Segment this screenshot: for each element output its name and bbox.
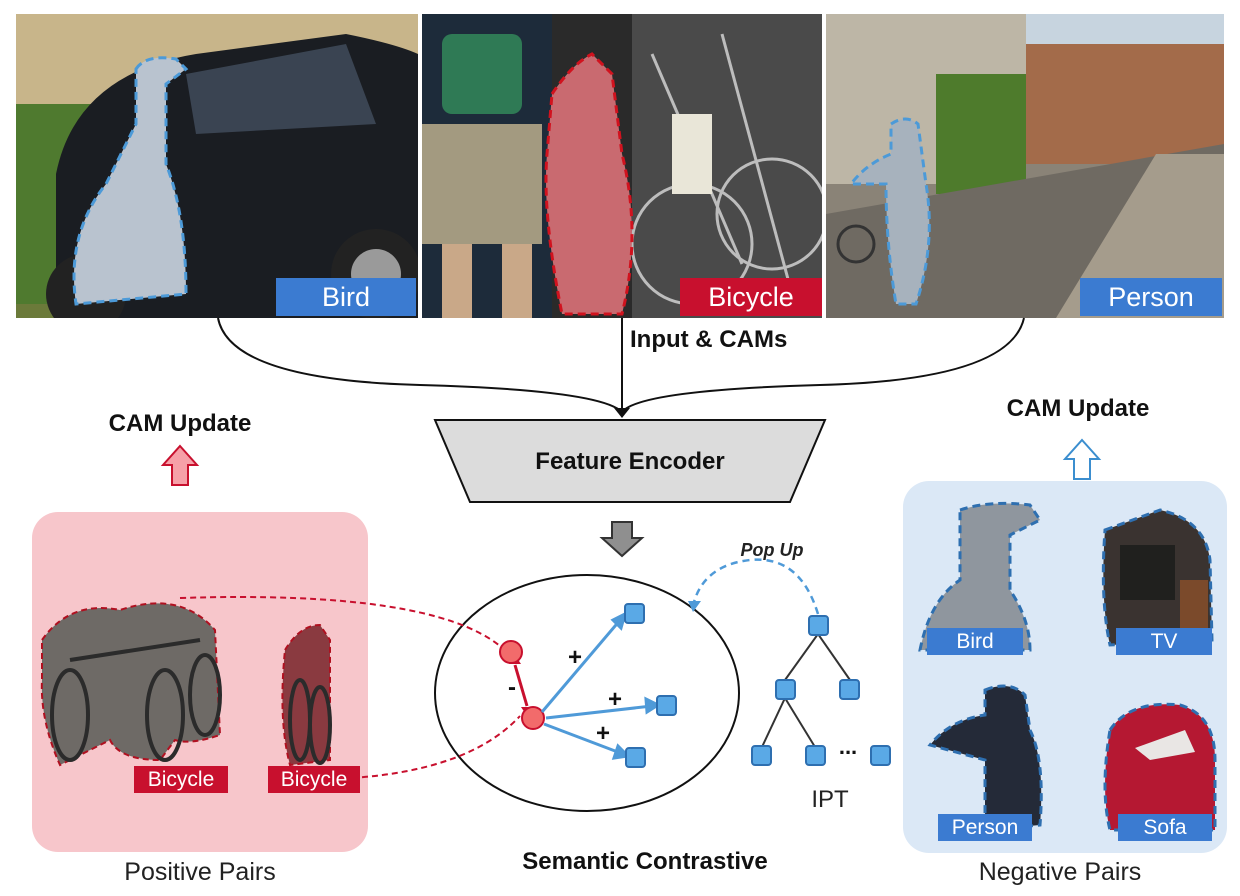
photo-label-person: Person bbox=[1080, 278, 1222, 316]
positive-pairs-caption: Positive Pairs bbox=[124, 858, 276, 886]
negative-tag-person: Person bbox=[938, 814, 1032, 841]
plus-sign-2: + bbox=[607, 686, 622, 713]
blue-arrow-mid bbox=[545, 704, 653, 720]
up-arrow-red-icon bbox=[160, 444, 200, 486]
positive-link-top bbox=[179, 596, 501, 647]
contrastive-ellipse bbox=[434, 574, 740, 812]
pos-node-1 bbox=[624, 603, 645, 624]
right-cam-update: CAM Update bbox=[1006, 395, 1150, 422]
photo-label-bird: Bird bbox=[276, 278, 416, 316]
neg-bird-image bbox=[918, 501, 1043, 652]
neg-tv-image bbox=[1101, 508, 1214, 647]
ipt-tree-nodes bbox=[751, 615, 891, 766]
blue-arrow-up bbox=[540, 618, 623, 713]
neg-sofa-image bbox=[1103, 702, 1217, 832]
feature-encoder-box bbox=[433, 419, 827, 503]
positive-tag-2: Bicycle bbox=[268, 766, 360, 793]
negative-tag-sofa: Sofa bbox=[1118, 814, 1212, 841]
positive-link-bottom bbox=[351, 715, 521, 779]
neg-person-image bbox=[927, 684, 1043, 832]
plus-sign-1: + bbox=[567, 644, 582, 671]
semantic-contrastive-caption: Semantic Contrastive bbox=[522, 848, 768, 875]
curve-right bbox=[621, 317, 1025, 413]
feature-encoder-label: Feature Encoder bbox=[535, 448, 725, 475]
anchor-node-bottom bbox=[521, 706, 545, 730]
pos-node-2 bbox=[656, 695, 677, 716]
minus-sign: - bbox=[508, 674, 516, 701]
photo-bird: Bird bbox=[16, 14, 418, 318]
positive-tag-1: Bicycle bbox=[134, 766, 228, 793]
plus-sign-3: + bbox=[595, 720, 610, 747]
input-cams-caption: Input & CAMs bbox=[630, 326, 788, 353]
up-arrow-blue-icon bbox=[1062, 438, 1102, 480]
ipt-label: IPT bbox=[811, 786, 849, 813]
popup-arrow bbox=[692, 558, 820, 615]
photo-bicycle: Bicycle bbox=[422, 14, 822, 318]
curve-left bbox=[217, 317, 623, 413]
blue-arrow-down bbox=[543, 722, 624, 756]
negative-relation-arrow bbox=[513, 664, 529, 707]
bicycle-single-image bbox=[281, 623, 332, 767]
popup-label: Pop Up bbox=[740, 540, 804, 560]
negative-tag-tv: TV bbox=[1116, 628, 1212, 655]
bicycle-cluster-image bbox=[40, 602, 222, 767]
anchor-node-top bbox=[499, 640, 523, 664]
down-arrow-icon bbox=[599, 521, 645, 558]
merge-arrowhead bbox=[614, 408, 630, 418]
pos-node-3 bbox=[625, 747, 646, 768]
tree-ellipsis: ... bbox=[838, 734, 858, 759]
negative-tag-bird: Bird bbox=[927, 628, 1023, 655]
negative-pairs-caption: Negative Pairs bbox=[978, 858, 1142, 886]
ipt-tree-edges bbox=[761, 633, 851, 748]
left-cam-update: CAM Update bbox=[108, 410, 252, 437]
photo-label-bicycle: Bicycle bbox=[680, 278, 822, 316]
photo-person: Person bbox=[826, 14, 1224, 318]
